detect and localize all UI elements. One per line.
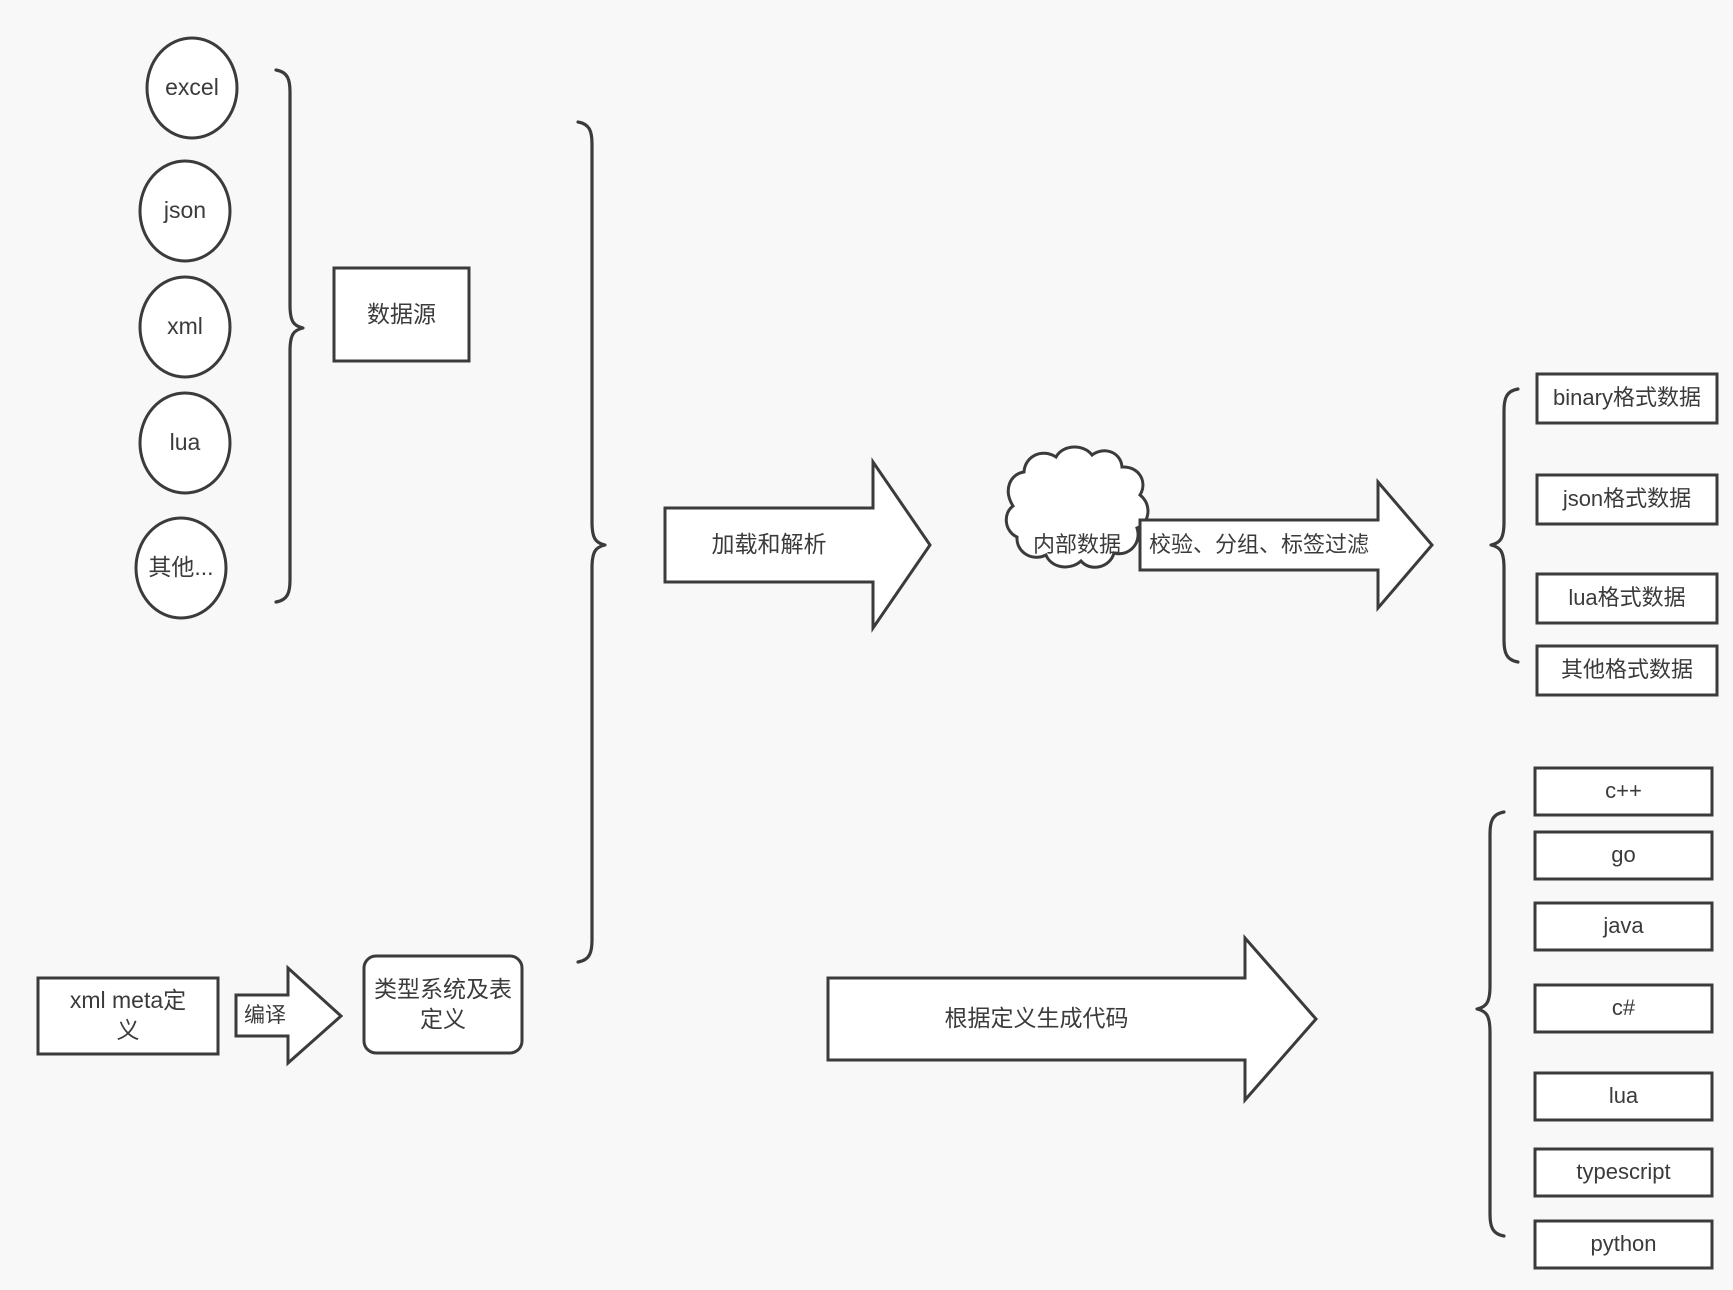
output-language-box-3 <box>1533 983 1714 1034</box>
output-language-box-4 <box>1533 1071 1714 1122</box>
output-language-box-0 <box>1533 766 1714 817</box>
source-shape-lua <box>138 391 232 495</box>
output-format-box-0 <box>1535 372 1719 425</box>
source-shape-excel <box>145 36 239 140</box>
output-language-box-1 <box>1533 830 1714 881</box>
codegen-arrow-shape <box>826 934 1318 1104</box>
source-shape-other <box>134 516 228 620</box>
output-language-box-6 <box>1533 1219 1714 1270</box>
data-format-brace <box>1489 387 1520 664</box>
source-shape-xml <box>138 275 232 379</box>
load-parse-arrow-shape <box>663 457 932 633</box>
validate-arrow-shape <box>1138 477 1434 613</box>
output-format-box-3 <box>1535 644 1719 697</box>
output-format-box-1 <box>1535 473 1719 526</box>
output-format-box-2 <box>1535 572 1719 625</box>
compile-arrow-shape <box>234 964 344 1067</box>
type-system-box <box>362 954 524 1055</box>
source-shape-json <box>138 159 232 263</box>
output-language-box-5 <box>1533 1147 1714 1198</box>
output-language-box-2 <box>1533 901 1714 952</box>
sources-brace <box>274 68 305 604</box>
main-brace <box>576 120 607 964</box>
internal-data-cloud-shape <box>1004 445 1150 569</box>
xml-meta-box <box>36 976 220 1056</box>
language-brace <box>1475 810 1506 1238</box>
data-source-box <box>332 266 471 363</box>
